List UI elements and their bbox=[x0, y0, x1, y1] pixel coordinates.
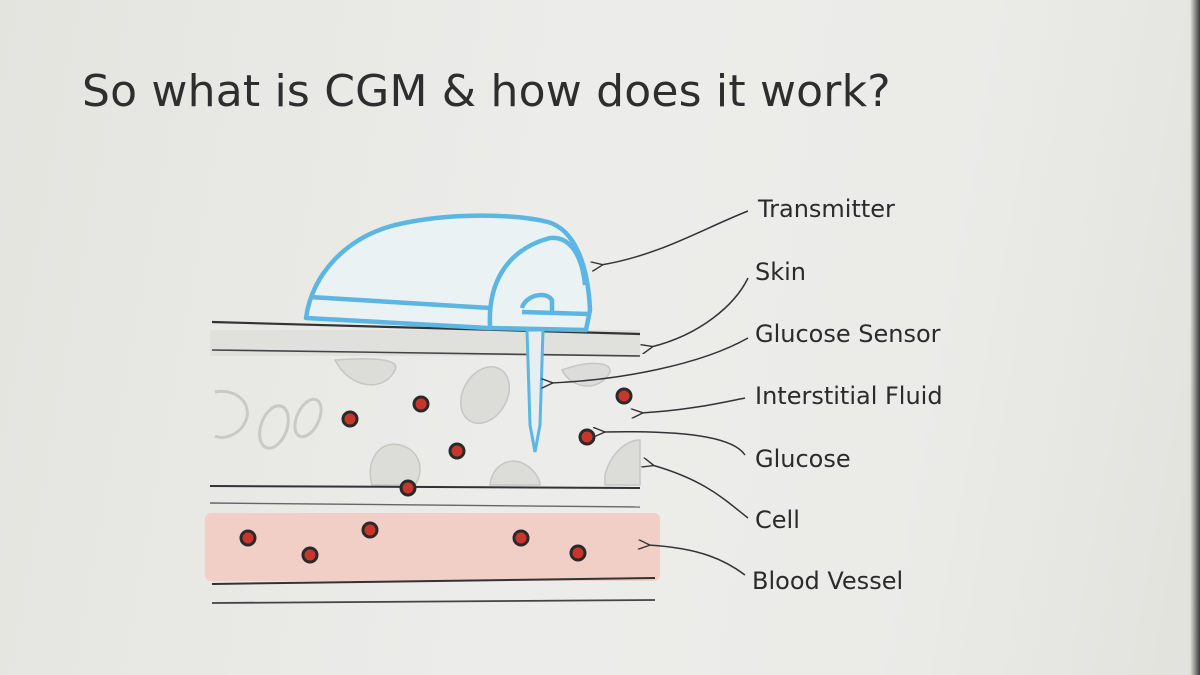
glucose-dot bbox=[412, 395, 430, 413]
glucose-sensor bbox=[525, 328, 545, 453]
arrow-transmitter bbox=[601, 210, 749, 265]
arrow-blood-vessel bbox=[648, 545, 746, 576]
skin-layer bbox=[210, 320, 641, 357]
glucose-dot bbox=[569, 544, 587, 562]
glucose-dot bbox=[399, 479, 417, 497]
leader-lines bbox=[551, 210, 749, 576]
arrow-glucose-sensor bbox=[551, 337, 749, 383]
glucose-dot bbox=[512, 529, 530, 547]
cell-shape bbox=[214, 389, 249, 439]
slide-title: So what is CGM & how does it work? bbox=[82, 66, 891, 117]
cell-shape bbox=[604, 439, 641, 486]
transmitter bbox=[303, 213, 593, 333]
glucose-dot bbox=[448, 442, 466, 460]
arrow-glucose bbox=[603, 432, 746, 456]
glucose-dot bbox=[301, 546, 319, 564]
cell-shapes bbox=[214, 358, 641, 486]
cell-shape bbox=[460, 366, 510, 424]
label-skin: Skin bbox=[755, 258, 806, 286]
cell-shape bbox=[369, 443, 421, 486]
glucose-dot bbox=[341, 410, 359, 428]
cell-shape bbox=[489, 460, 541, 486]
cell-shape bbox=[293, 397, 323, 439]
label-blood-vessel: Blood Vessel bbox=[752, 567, 903, 595]
label-interstitial-fluid: Interstitial Fluid bbox=[755, 382, 943, 410]
arrow-interstitial-fluid bbox=[641, 397, 746, 413]
label-glucose-sensor: Glucose Sensor bbox=[755, 320, 941, 348]
cell-layer bbox=[209, 485, 641, 508]
cell-shape bbox=[333, 358, 397, 386]
glucose-dot bbox=[239, 529, 257, 547]
glucose-dot bbox=[615, 387, 633, 405]
label-cell: Cell bbox=[755, 506, 800, 534]
glucose-dots bbox=[239, 387, 633, 564]
screen-edge bbox=[1190, 0, 1200, 675]
arrow-skin bbox=[651, 277, 749, 347]
label-glucose: Glucose bbox=[755, 445, 851, 473]
glucose-dot bbox=[578, 428, 596, 446]
cell-shape bbox=[258, 404, 290, 450]
glucose-dot bbox=[361, 521, 379, 539]
diagram-labels: Transmitter Skin Glucose Sensor Intersti… bbox=[752, 195, 943, 595]
arrow-cell bbox=[652, 465, 749, 519]
blood-vessel bbox=[205, 513, 660, 604]
label-transmitter: Transmitter bbox=[757, 195, 895, 223]
